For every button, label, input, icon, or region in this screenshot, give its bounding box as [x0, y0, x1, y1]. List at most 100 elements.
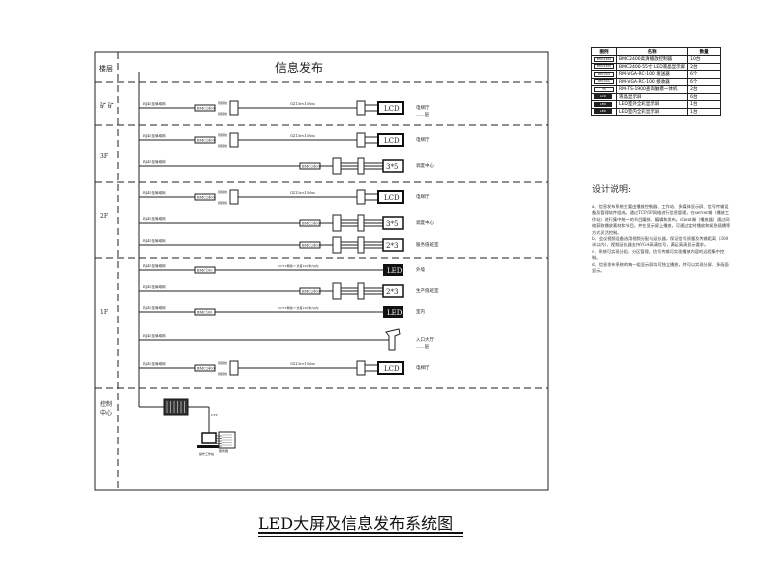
legend-symbol: BMC2400 [591, 62, 617, 71]
controller-label: BMC2400 [302, 244, 320, 248]
legend-symbol: RM-VGA [591, 70, 617, 79]
controller-label: BMC2400 [197, 107, 215, 111]
receiver-box [357, 214, 365, 232]
location-label: 电梯厅 [416, 104, 430, 111]
legend-header-symbol: 图例 [591, 47, 617, 56]
location-label: 室内 [416, 308, 425, 315]
controller-label: BMC2400 [197, 367, 215, 371]
led-label: LED [387, 267, 403, 275]
floor-label: 矿 矿 [100, 102, 114, 110]
video-label: 视频线 [218, 111, 227, 116]
led-cable-label: CCTV网线-7 长度100米/以内 [278, 305, 318, 310]
led-cable-label: CCTV网线-7 长度100米/以内 [278, 263, 318, 268]
transmitter-box [332, 214, 342, 232]
lcd-display [377, 361, 404, 375]
transmitter-box [332, 157, 342, 175]
video-wall-display [382, 159, 404, 173]
led-display [383, 264, 403, 276]
drawing-frame [94, 51, 549, 491]
lcd-label: LCD [384, 194, 400, 202]
receiver-box [356, 189, 366, 205]
legend-symbol: LCD [591, 92, 617, 101]
network-label: RJ45至局域网 [143, 190, 166, 195]
legend-symbol: BMC2400 [591, 55, 617, 64]
cable-label: GZ13e<150m [290, 362, 315, 366]
legend-header-name: 名称 [615, 47, 689, 56]
cable-label: GZ13e<150m [290, 134, 315, 138]
legend-symbol: TS [591, 85, 617, 94]
controller-label: BMC2400 [302, 165, 320, 169]
audio-label: 音频线 [218, 100, 227, 105]
audio-label: 音频线 [218, 360, 227, 365]
legend-symbol: RM-VGA [591, 77, 617, 86]
receiver-box [356, 360, 366, 376]
lcd-label: LCD [384, 137, 400, 145]
legend-qty: 2台 [687, 62, 722, 71]
title-underline [258, 532, 463, 534]
legend-qty: 1台 [687, 107, 722, 116]
transmitter-box [229, 100, 239, 116]
floor-header: 楼层 [99, 64, 113, 73]
network-label: RJ45至局域网 [143, 238, 166, 243]
legend-name: LED室外全彩显示屏 [615, 100, 689, 109]
transmitter-box [229, 189, 239, 205]
transmitter-box [229, 132, 239, 148]
video-wall-size: 3*5 [386, 163, 398, 171]
lcd-display [377, 133, 404, 147]
location-label: 入口大厅 [416, 336, 434, 343]
network-label: RJ45至局域网 [143, 284, 166, 289]
legend-name: BMC2400高清播放控制器 [615, 55, 689, 64]
note-paragraph: c、系统可实现分组、分区管理，信号传输可实现播放内容的远程集中控制。 [592, 248, 725, 261]
location-label: 电梯厅 [416, 136, 430, 143]
legend-qty: 6个 [687, 77, 722, 86]
controller-box [194, 104, 216, 112]
video-wall-display [382, 238, 404, 252]
legend-header-qty: 数量 [687, 47, 722, 56]
controller-label: BMC100 [197, 311, 213, 315]
lcd-label: LCD [384, 365, 400, 373]
touch-kiosk-icon [385, 328, 401, 351]
workstation-label: 操作工作站 [199, 451, 214, 456]
legend-name: 液晶显示屏 [615, 92, 689, 101]
lcd-label: LCD [384, 105, 400, 113]
video-label: 视频线 [218, 143, 227, 148]
section-title: 信息发布 [275, 60, 323, 75]
receiver-box [357, 157, 365, 175]
legend-symbol: LED [591, 100, 617, 109]
network-label: RJ45至局域网 [143, 263, 166, 268]
notes-title: 设计说明: [592, 185, 632, 195]
transmitter-box [332, 282, 342, 300]
server-label: 服务器 [219, 448, 228, 453]
floor-label: 控制 [100, 400, 112, 408]
controller-box [194, 364, 216, 372]
video-label: 视频线 [218, 371, 227, 376]
note-paragraph: b、会议视频设备选用视频分配与延长器，保证信号质量及传输距离（300米以内），视… [592, 236, 729, 248]
location-sub-label: ......层 [416, 344, 430, 350]
location-label: 调度中心 [416, 162, 434, 169]
audio-label: 音频线 [218, 132, 227, 137]
network-label: RJ45至局域网 [143, 216, 166, 221]
legend-qty: 6个 [687, 70, 722, 79]
note-paragraph: a、信息发布系统主要由播放控制器、工作站、多媒体显示屏、信号传输设备及管理软件组… [592, 204, 731, 235]
receiver-box [356, 132, 366, 148]
legend-name: RM-VGA-RC-100 发送器 [615, 70, 689, 79]
controller-label: BMC2400 [302, 222, 320, 226]
controller-label: BMC2400 [197, 139, 215, 143]
switch-label: UTP [211, 413, 218, 417]
location-label: 电梯厅 [416, 193, 430, 200]
controller-box [194, 136, 216, 144]
location-label: 调度中心 [416, 219, 434, 226]
location-label: 生产值班室 [416, 287, 439, 294]
network-label: RJ45至局域网 [143, 305, 166, 310]
transmitter-box [332, 236, 342, 254]
controller-box [194, 193, 216, 201]
